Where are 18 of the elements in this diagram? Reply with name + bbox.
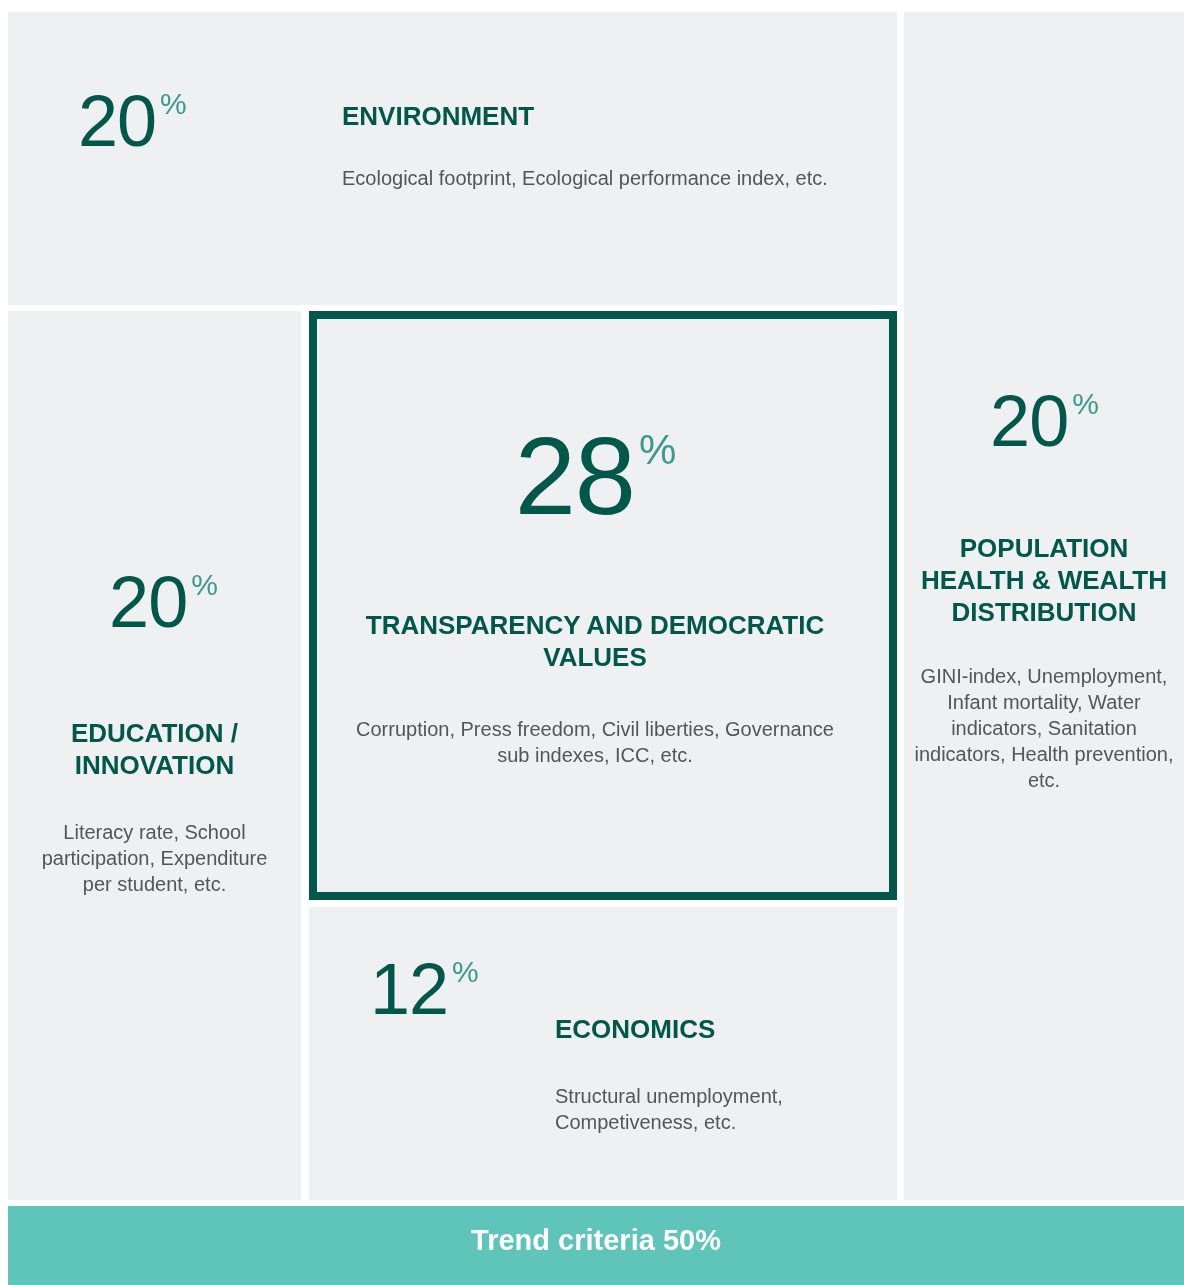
indicator-list: Structural unemployment, Competiveness, etc. <box>555 1085 783 1133</box>
highlighted-category-panel <box>309 311 897 900</box>
category-heading: POPULATION HEALTH & WEALTH DISTRIBUTION <box>921 533 1167 627</box>
percentage-value: 28$^{%}$ <box>514 414 676 537</box>
indicator-list: Corruption, Press freedom, Civil liberties, Governance sub indexes, ICC, etc. <box>356 718 834 766</box>
indicator-list: Ecological footprint, Ecological performance index, etc. <box>342 167 828 189</box>
category-heading: TRANSPARENCY AND DEMOCRATIC VALUES <box>365 610 825 672</box>
percentage-value: 20$^{%}$ <box>109 562 217 642</box>
percentage-value: 20$^{%}$ <box>990 381 1098 461</box>
category-heading: EDUCATION / INNOVATION <box>70 718 239 780</box>
category-heading: ECONOMICS <box>555 1014 716 1044</box>
indicator-list: GINI-index, Unemployment, Infant mortality, Water indicators, Sanitation indicators, Health prevention, etc. <box>914 665 1174 791</box>
banner-text: Trend criteria 50% <box>471 1224 721 1256</box>
criteria-banner <box>8 1206 1184 1285</box>
indicator-list: Literacy rate, School participation, Expenditure per student, etc. <box>41 821 268 895</box>
percentage-value: 12$^{%}$ <box>370 949 478 1029</box>
category-heading: ENVIRONMENT <box>342 101 535 131</box>
percentage-value: 20$^{%}$ <box>78 81 186 161</box>
